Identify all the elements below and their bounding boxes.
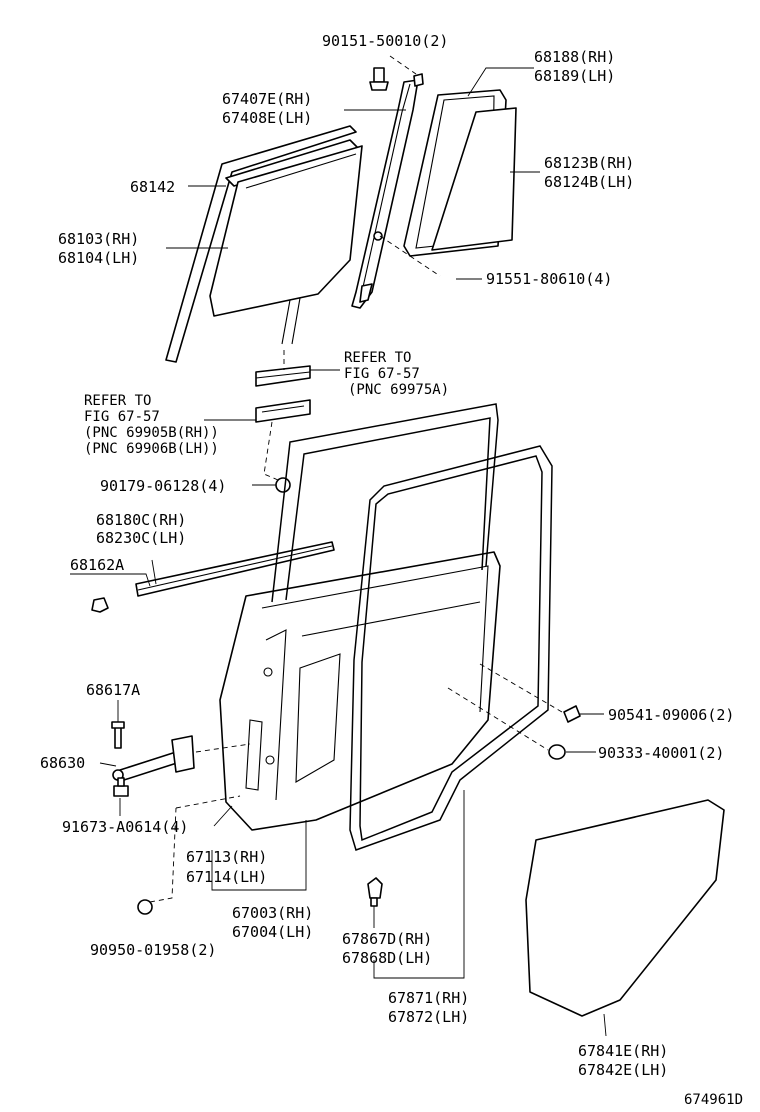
label-glass-68124b: 68124B(LH) (544, 173, 634, 191)
leader-nut-90179 (263, 421, 279, 481)
label-refer-b-line1: REFER TO (84, 393, 151, 409)
label-bolt-68617a: 68617A (86, 681, 140, 699)
label-seal-67871: 67871(RH) (388, 989, 469, 1007)
label-refer-a-line1: REFER TO (344, 350, 411, 366)
clip-68162a (91, 597, 109, 613)
label-panel-67004: 67004(LH) (232, 923, 313, 941)
glass-run-68142 (165, 125, 359, 363)
bolt-90151 (369, 67, 389, 91)
label-glass-68104: 68104(LH) (58, 249, 139, 267)
label-glass-68189: 68189(LH) (534, 67, 615, 85)
label-bolt-91551: 91551-80610(4) (486, 270, 612, 288)
leader-bolt-90151 (389, 55, 417, 75)
leader-frame-68188 (467, 67, 534, 97)
plug-90950 (137, 899, 153, 915)
label-refer-b-line2: FIG 67-57 (84, 409, 160, 425)
leader-bolt-91551 (379, 235, 441, 277)
door-panel-67003 (219, 403, 501, 831)
leader-plug-90333-hole (447, 687, 549, 751)
label-strip-68230c: 68230C(LH) (96, 529, 186, 547)
label-channel-67408e: 67408E(LH) (222, 109, 312, 127)
label-refer-a-line2: FIG 67-57 (344, 366, 420, 382)
figure-code: 674961D (684, 1092, 743, 1108)
door-glass-68103 (209, 145, 363, 317)
label-refer-a-line3: (PNC 69975A) (348, 382, 449, 398)
nut-90179 (275, 477, 291, 493)
label-bolt-91673: 91673-A0614(4) (62, 818, 188, 836)
label-bolt-90151: 90151-50010(2) (322, 32, 448, 50)
door-check-68630 (112, 735, 195, 781)
label-hinge-67113: 67113(RH) (186, 848, 267, 866)
label-cover-67841e: 67841E(RH) (578, 1042, 668, 1060)
belt-moulding-68180c (135, 541, 335, 597)
bolt-68617a (111, 721, 125, 749)
leader-clip-90541-hole (479, 663, 563, 713)
leader-check-hinge (195, 743, 251, 753)
label-cover-67842e: 67842E(LH) (578, 1061, 668, 1079)
leader-plug-90950 (149, 807, 177, 903)
label-seal-67872: 67872(LH) (388, 1008, 469, 1026)
division-bar-67407e (351, 73, 424, 309)
label-panel-67003: 67003(RH) (232, 904, 313, 922)
plug-90333 (548, 744, 566, 760)
label-refer-b-line3: (PNC 69905B(RH)) (84, 425, 219, 441)
label-plug-90950: 90950-01958(2) (90, 941, 216, 959)
leader-check-68630 (99, 762, 117, 767)
leader-seal-67871 (373, 790, 465, 979)
label-glass-68123b: 68123B(RH) (544, 154, 634, 172)
service-hole-cover-67841e (525, 799, 725, 1017)
leader-panel-67003 (211, 820, 307, 891)
label-channel-67407e: 67407E(RH) (222, 90, 312, 108)
label-strip-68180c: 68180C(RH) (96, 511, 186, 529)
quarter-glass-68123b (431, 107, 517, 251)
label-hinge-67114: 67114(LH) (186, 868, 267, 886)
door-weatherstrip-67871 (349, 445, 553, 851)
label-clip-67867d: 67867D(RH) (342, 930, 432, 948)
leader-clip-68162a (70, 573, 151, 587)
leader-cover-67841e (603, 1013, 607, 1037)
label-nut-90179: 90179-06128(4) (100, 477, 226, 495)
clip-90541 (563, 705, 581, 723)
glass-channel-bracket-upper (255, 365, 311, 387)
label-plug-90333: 90333-40001(2) (598, 744, 724, 762)
leader-strip-68180c (151, 559, 157, 585)
label-clip-67868d: 67868D(LH) (342, 949, 432, 967)
label-glass-68188: 68188(RH) (534, 48, 615, 66)
label-run-68142: 68142 (130, 178, 175, 196)
clip-67867d (367, 877, 383, 907)
leader-hinge-67113 (213, 805, 233, 827)
bolt-91673 (113, 777, 129, 797)
label-refer-b-line4: (PNC 69906B(LH)) (84, 441, 219, 457)
label-clip-68162a: 68162A (70, 556, 124, 574)
leader-bolt-91673-hinge (175, 795, 241, 809)
label-clip-90541: 90541-09006(2) (608, 706, 734, 724)
label-check-68630: 68630 (40, 754, 85, 772)
glass-channel-bracket-lower (255, 399, 311, 423)
label-glass-68103: 68103(RH) (58, 230, 139, 248)
